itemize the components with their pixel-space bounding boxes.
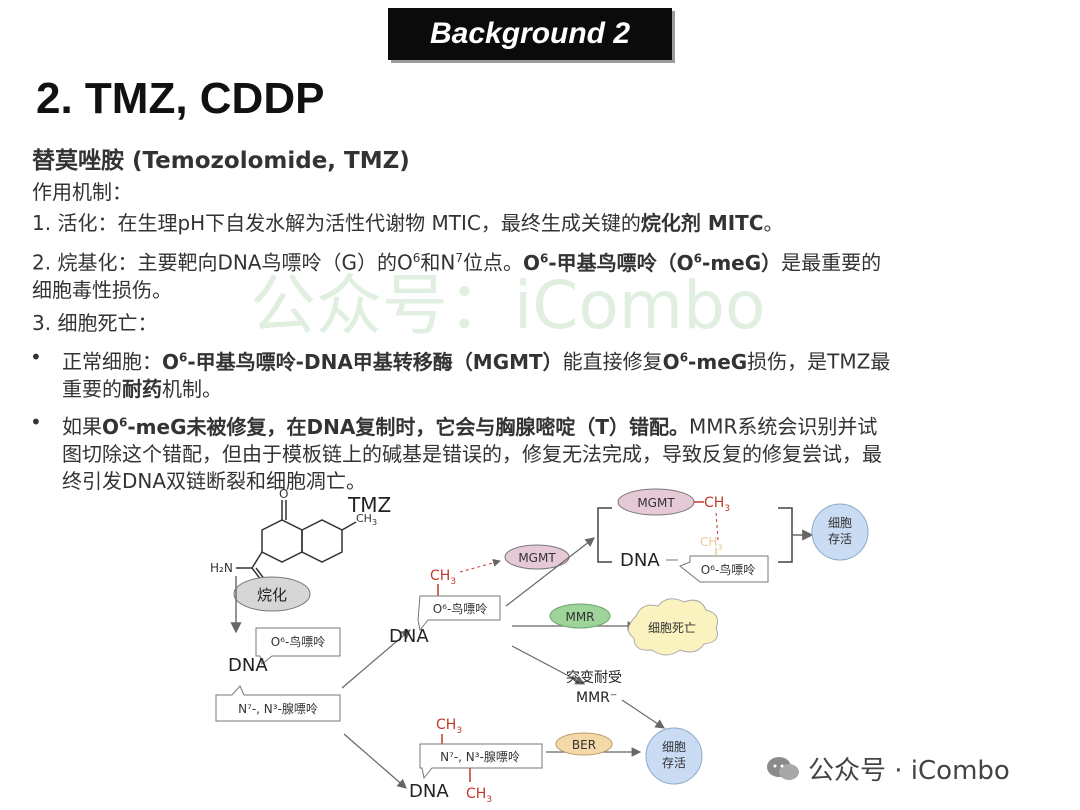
- bullet-1-text: 正常细胞：O6-甲基鸟嘌呤-DNA甲基转移酶（MGMT）能直接修复O6-meG损…: [62, 349, 891, 401]
- chat-bubble-icon: [767, 756, 799, 780]
- svg-text:存活: 存活: [828, 532, 852, 546]
- ch3-bottom-low: CH3: [466, 786, 492, 805]
- bullet-2-text: 如果O6-meG未被修复，在DNA复制时，它会与胸腺嘧啶（T）错配。MMR系统会…: [62, 414, 882, 493]
- drug-subtitle: 替莫唑胺 (Temozolomide, TMZ): [32, 148, 410, 174]
- n7n3-box: [215, 685, 341, 722]
- ch3-bottom-top: CH3: [436, 717, 462, 736]
- svg-text:O⁶-鸟嘌呤: O⁶-鸟嘌呤: [433, 601, 488, 616]
- activation-oval: [233, 576, 311, 612]
- dna-label-right: DNA: [620, 550, 660, 571]
- mgmt-oval-middle: [504, 544, 570, 570]
- ch3-faded: CH3: [700, 535, 723, 552]
- o6-guanine-box-right: [679, 555, 769, 583]
- bullet-2-marker: •: [30, 410, 42, 434]
- bullet-1-marker: •: [30, 345, 42, 369]
- dna-label-bottom: DNA: [409, 781, 449, 802]
- account-name: 公众号 · iCombo: [808, 756, 1010, 786]
- svg-text:存活: 存活: [662, 756, 686, 770]
- ber-oval: [555, 732, 613, 756]
- tmz-h2n: H₂N: [210, 561, 233, 575]
- tmz-label: TMZ: [347, 493, 391, 517]
- svg-text:MGMT: MGMT: [518, 551, 556, 565]
- ch3-middle: CH3: [430, 568, 456, 587]
- svg-text:MGMT: MGMT: [637, 496, 675, 510]
- svg-text:MMR: MMR: [565, 610, 594, 624]
- mutation-tolerance: 突变耐受: [566, 670, 622, 686]
- n7n3-box-bottom: [419, 743, 543, 780]
- mechanism-step-3: 3. 细胞死亡：: [32, 311, 158, 335]
- mmr-oval: [549, 603, 611, 629]
- tmz-o2: O: [266, 587, 275, 601]
- svg-text:N⁷-, N³-腺嘌呤: N⁷-, N³-腺嘌呤: [440, 749, 520, 764]
- svg-text:细胞: 细胞: [662, 740, 686, 754]
- mechanism-heading: 作用机制：: [32, 180, 132, 204]
- dna-o6-box-left: [255, 627, 341, 665]
- svg-text:BER: BER: [572, 738, 596, 752]
- svg-text:O⁶-鸟嘌呤: O⁶-鸟嘌呤: [701, 562, 756, 577]
- cell-death-cloud: [628, 598, 719, 656]
- mechanism-step-1: 1. 活化：在生理pH下自发水解为活性代谢物 MTIC，最终生成关键的烷化剂 M…: [32, 211, 784, 235]
- account-logo: 公众号 · iCombo: [766, 750, 1010, 787]
- section-banner: Background 2: [388, 8, 672, 60]
- cell-survive-top: [811, 503, 869, 561]
- mmr-negative: MMR⁻: [576, 690, 617, 706]
- svg-text:O⁶-鸟嘌呤: O⁶-鸟嘌呤: [271, 634, 326, 649]
- dna-label-middle: DNA: [389, 626, 429, 647]
- cell-survive-bottom: [645, 727, 703, 785]
- mechanism-step-2: 2. 烷基化：主要靶向DNA鸟嘌呤（G）的O6和N7位点。O6-甲基鸟嘌呤（O6…: [32, 250, 882, 302]
- o6-guanine-box-middle: [417, 595, 501, 632]
- page-title: 2. TMZ, CDDP: [36, 74, 325, 123]
- tmz-molecule: [236, 500, 357, 585]
- tmz-ch3: CH3: [356, 512, 377, 527]
- dna-label-left: DNA: [228, 655, 268, 676]
- svg-text:烷化: 烷化: [257, 586, 287, 604]
- svg-text:细胞死亡: 细胞死亡: [648, 621, 696, 635]
- svg-text:N⁷-, N³-腺嘌呤: N⁷-, N³-腺嘌呤: [238, 701, 318, 716]
- ch3-top: CH3: [704, 495, 730, 514]
- svg-text:细胞: 细胞: [828, 516, 852, 530]
